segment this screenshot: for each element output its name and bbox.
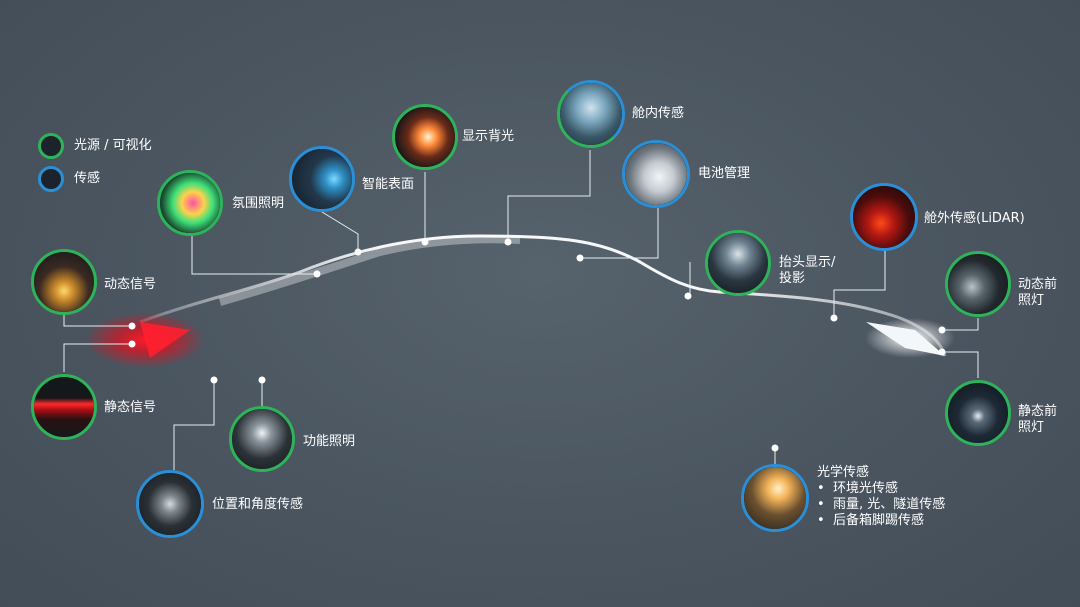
optical-item: 后备箱脚踢传感 — [817, 513, 945, 529]
static-signal-label: 静态信号 — [104, 400, 157, 415]
optical-sensing-title: 光学传感 — [817, 465, 870, 480]
windshield-icon — [741, 464, 809, 532]
lidar-icon — [850, 183, 918, 251]
hud-label-line1: 抬头显示/ — [779, 255, 836, 270]
ambient-light-label: 氛围照明 — [232, 196, 285, 211]
static-headlamp-label-1: 静态前 — [1018, 404, 1058, 419]
hud-icon — [705, 230, 771, 296]
headlamp-icon — [945, 251, 1011, 317]
ambient-light-icon — [157, 170, 223, 236]
rear-lamp-icon — [31, 249, 97, 315]
static-headlamp-label-2: 照灯 — [1018, 420, 1045, 435]
tail-light-icon — [31, 374, 97, 440]
car-front-icon — [945, 380, 1011, 446]
smart-surface-icon — [289, 146, 355, 212]
display-backlight-icon — [392, 104, 458, 170]
optical-item: 环境光传感 — [817, 481, 945, 497]
hud-label-line2: 投影 — [779, 271, 806, 286]
dynamic-signal-label: 动态信号 — [104, 277, 157, 292]
legend-sense-icon — [38, 166, 64, 192]
gear-shifter-icon — [136, 470, 204, 538]
optical-sensing-list: 环境光传感 雨量, 光、隧道传感 后备箱脚踢传感 — [817, 481, 945, 529]
dyn-headlamp-label-2: 照灯 — [1018, 293, 1045, 308]
lidar-label: 舱外传感(LiDAR) — [924, 211, 1025, 226]
functional-light-label: 功能照明 — [303, 434, 356, 449]
optical-item: 雨量, 光、隧道传感 — [817, 497, 945, 513]
legend-light-label: 光源 / 可视化 — [74, 138, 152, 153]
dyn-headlamp-label-1: 动态前 — [1018, 277, 1058, 292]
position-sensing-label: 位置和角度传感 — [212, 497, 304, 512]
battery-mgmt-label: 电池管理 — [698, 166, 751, 181]
smart-surface-label: 智能表面 — [362, 177, 415, 192]
legend-sense-label: 传感 — [74, 171, 101, 186]
interior-light-icon — [229, 406, 295, 472]
legend-light-icon — [38, 133, 64, 159]
driver-face-icon — [557, 80, 625, 148]
cabin-sensing-label: 舱内传感 — [632, 106, 685, 121]
display-backlight-label: 显示背光 — [462, 129, 515, 144]
ev-charging-icon — [622, 140, 690, 208]
